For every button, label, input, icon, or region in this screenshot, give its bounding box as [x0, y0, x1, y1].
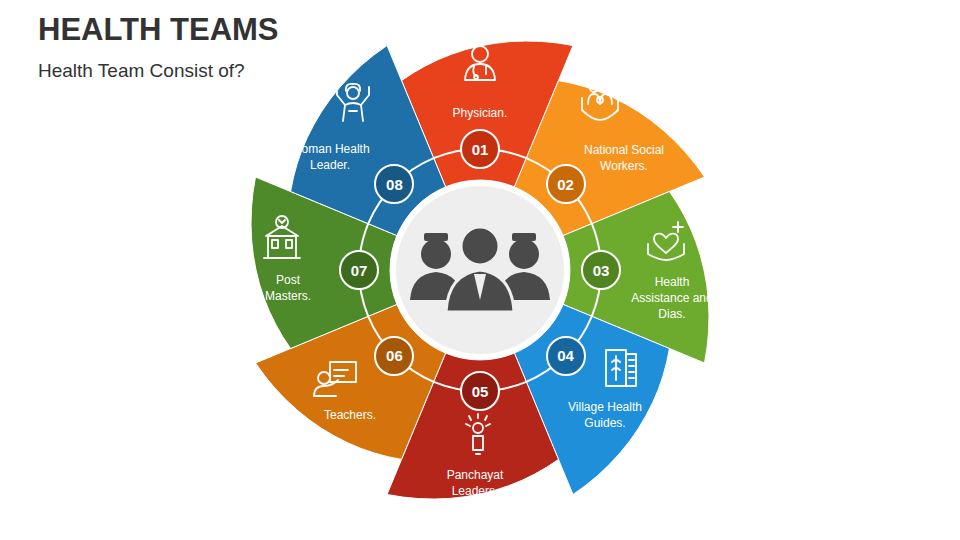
ring-arc: [359, 224, 368, 317]
role-icon: [465, 46, 495, 80]
ring-arc: [526, 316, 592, 382]
wedge: [402, 41, 574, 187]
callout-number: 06: [386, 347, 403, 364]
callout-number: 07: [351, 262, 368, 279]
role-icon: [466, 414, 490, 454]
role-icon: [337, 84, 369, 121]
role-icon: [606, 350, 636, 386]
ring-arc: [434, 149, 527, 158]
callout-number: 02: [557, 176, 574, 193]
wedge: [251, 177, 397, 349]
ring-arc: [434, 382, 527, 391]
number-circle: 08: [374, 164, 414, 204]
role-label: Physician.: [453, 105, 508, 121]
wedge: [514, 81, 704, 236]
page-title: HEALTH TEAMS: [38, 12, 279, 48]
role-icon: [314, 362, 356, 396]
team-icon: [410, 227, 550, 312]
role-label: Village Health Guides.: [555, 399, 655, 431]
center-disc: [394, 184, 566, 356]
role-label: Teachers.: [324, 407, 376, 423]
role-label: Post Masters.: [257, 272, 319, 304]
number-circle: 03: [581, 250, 621, 290]
role-label: Woman Health Leader.: [280, 141, 380, 173]
callout-number: 08: [386, 176, 403, 193]
wedge: [291, 46, 446, 236]
wedge: [514, 304, 669, 494]
role-icon: [264, 216, 300, 258]
role-label: Health Assistance and Dias.: [631, 274, 713, 323]
wedge: [256, 304, 446, 459]
role-icon: [648, 222, 684, 260]
number-circle: 04: [546, 336, 586, 376]
callout-number: 04: [557, 347, 574, 364]
callout-number: 01: [472, 141, 489, 158]
wedge: [387, 353, 559, 499]
ring-arc: [592, 224, 601, 317]
ring-arc: [526, 158, 592, 224]
number-circle: 07: [339, 250, 379, 290]
role-label: National Social Workers.: [574, 142, 674, 174]
number-circle: 05: [460, 371, 500, 411]
number-circle: 02: [546, 164, 586, 204]
ring-arc: [368, 158, 434, 224]
subtitle: Health Team Consist of?: [38, 60, 245, 82]
wedge: [563, 192, 709, 364]
role-icon: [582, 84, 618, 120]
role-label: Panchayat Leaders.: [435, 467, 515, 499]
number-circle: 01: [460, 129, 500, 169]
callout-number: 03: [593, 262, 610, 279]
ring-arc: [368, 316, 434, 382]
callout-number: 05: [472, 383, 489, 400]
number-circle: 06: [374, 336, 414, 376]
